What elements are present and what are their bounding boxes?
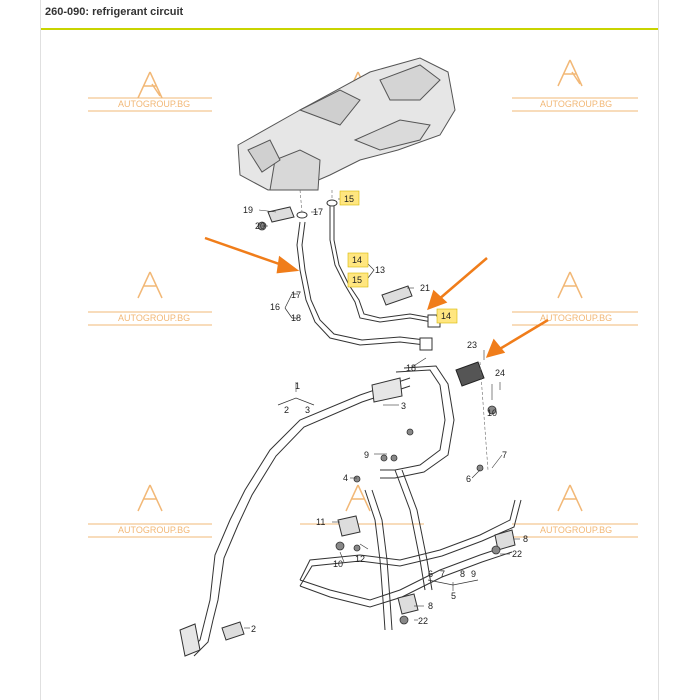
label-22-b: 22 (418, 616, 428, 626)
label-8-b: 8 (523, 534, 528, 544)
label-20: 20 (255, 221, 265, 231)
leader-lines (299, 189, 489, 471)
label-18-a: 18 (291, 313, 301, 323)
label-14-b: 14 (441, 311, 451, 321)
label-14-a: 14 (352, 255, 362, 265)
label-22-a: 22 (512, 549, 522, 559)
label-3: 3 (305, 405, 310, 415)
label-23: 23 (467, 340, 477, 350)
label-6: 6 (428, 569, 433, 579)
header-bar: 260-090: refrigerant circuit (41, 0, 658, 30)
watermark-label: AUTOGROUP.BG (118, 313, 190, 323)
label-5: 5 (451, 591, 456, 601)
brackets (221, 515, 516, 641)
label-7: 7 (440, 569, 445, 579)
label-2: 2 (284, 405, 289, 415)
label-3-b: 3 (401, 401, 406, 411)
ac-housing (237, 57, 456, 191)
label-1: 1 (295, 381, 300, 391)
pipe-seals (296, 199, 441, 351)
label-16: 16 (270, 302, 280, 312)
label-18-b: 18 (406, 363, 416, 373)
watermark-label: AUTOGROUP.BG (540, 313, 612, 323)
label-24: 24 (495, 368, 505, 378)
highlight-boxes (339, 190, 458, 324)
arrow-head (485, 338, 506, 358)
label-9: 9 (471, 569, 476, 579)
label-15-b: 15 (352, 275, 362, 285)
part-labels: 1 2 3 3 2 4 5 6 6 7 7 8 8 8 9 9 10 10 11… (243, 194, 528, 634)
label-2-b: 2 (251, 624, 256, 634)
watermark-label: AUTOGROUP.BG (118, 525, 190, 535)
label-17-b: 17 (291, 290, 301, 300)
label-13: 13 (375, 265, 385, 275)
label-group-brackets (277, 263, 479, 586)
arrow-head (276, 255, 300, 274)
label-15-a: 15 (344, 194, 354, 204)
watermark-underlines (88, 97, 638, 538)
watermark (137, 59, 583, 512)
label-17-a: 17 (313, 207, 323, 217)
label-10: 10 (487, 408, 497, 418)
attention-arrows (204, 236, 549, 358)
label-9-b: 9 (364, 450, 369, 460)
refrigerant-line-lower (299, 469, 522, 631)
page-frame: 260-090: refrigerant circuit (40, 0, 659, 700)
label-8-c: 8 (428, 601, 433, 611)
label-4: 4 (343, 473, 348, 483)
evaporator-pipes (296, 205, 433, 346)
label-11: 11 (316, 517, 325, 527)
watermark-text: AUTOGROUP.BG AUTOGROUP.BG AUTOGROUP.BG A… (118, 99, 612, 535)
page-title: 260-090: refrigerant circuit (45, 6, 184, 18)
watermark-label: AUTOGROUP.BG (540, 99, 612, 109)
label-21: 21 (420, 283, 430, 293)
refrigerant-line-main (179, 365, 455, 657)
label-19: 19 (243, 205, 253, 215)
watermark-label: AUTOGROUP.BG (540, 525, 612, 535)
label-7-b: 7 (502, 450, 507, 460)
label-6-b: 6 (466, 474, 471, 484)
fasteners (257, 221, 501, 625)
pipe-clamp (267, 206, 413, 306)
expansion-valve (455, 361, 485, 387)
label-10-b: 10 (333, 559, 343, 569)
label-8: 8 (460, 569, 465, 579)
label-12: 12 (355, 554, 365, 564)
arrow-head (427, 289, 448, 311)
watermark-label: AUTOGROUP.BG (118, 99, 190, 109)
